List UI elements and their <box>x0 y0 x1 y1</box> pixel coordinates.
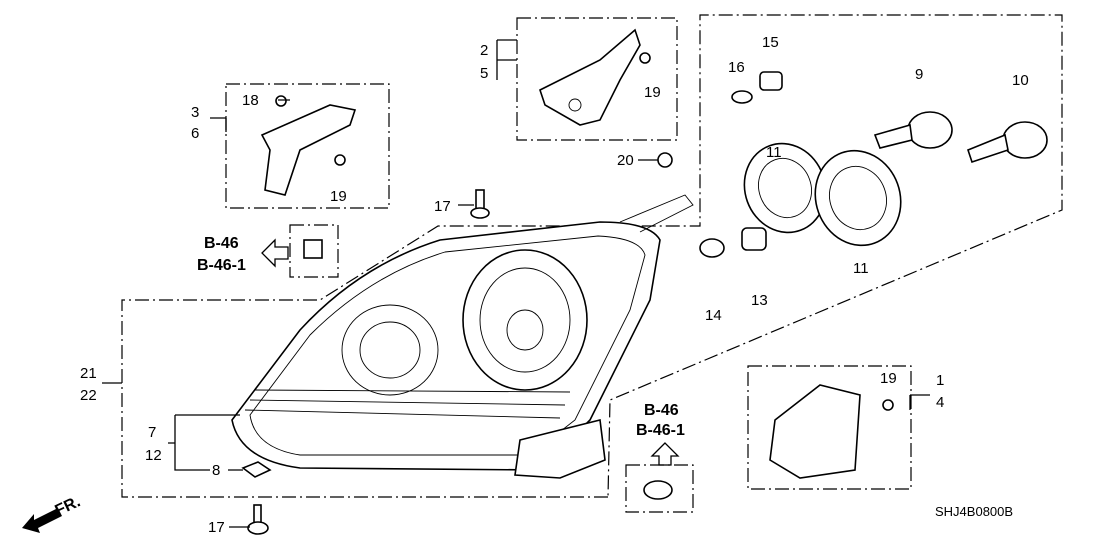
screw-18 <box>275 95 287 107</box>
seal-11-lower <box>814 149 902 247</box>
cover-part-1-4 <box>769 384 861 479</box>
screw-19-right <box>882 399 894 411</box>
callout-21: 21 <box>80 365 97 382</box>
callout-19-top: 19 <box>644 84 661 101</box>
cover-box-1-4 <box>747 365 912 490</box>
bracket-part-3-6 <box>260 104 357 196</box>
leader-lines <box>102 39 930 528</box>
callout-5: 5 <box>480 65 488 82</box>
callout-13: 13 <box>751 292 768 309</box>
bottom-reference-sublabel: B-46-1 <box>636 422 685 439</box>
bracket-box-3-6 <box>225 83 390 209</box>
callout-17-bottom: 17 <box>208 519 225 536</box>
callout-1: 1 <box>936 372 944 389</box>
bolt-17-top <box>470 189 490 219</box>
callout-2: 2 <box>480 42 488 59</box>
callout-14: 14 <box>705 307 722 324</box>
bracket-part-2-5 <box>539 28 641 126</box>
callout-22: 22 <box>80 387 97 404</box>
callout-11-lower: 11 <box>853 260 869 277</box>
screw-19-left <box>334 154 346 166</box>
screw-19-top <box>639 52 651 64</box>
diagram-code: SHJ4B0800B <box>935 504 1013 519</box>
callout-17-top: 17 <box>434 198 451 215</box>
bolt-20 <box>657 152 673 168</box>
bulb-9 <box>873 111 953 149</box>
callout-9: 9 <box>915 66 923 83</box>
callout-7: 7 <box>148 424 156 441</box>
nut-8 <box>241 461 272 478</box>
bottom-reference-label: B-46 <box>644 402 679 419</box>
seal-11-upper <box>743 142 827 234</box>
callout-4: 4 <box>936 394 944 411</box>
bottom-reference-arrow-icon <box>650 442 680 466</box>
headlight-housing <box>231 194 694 479</box>
callout-18: 18 <box>242 92 259 109</box>
callout-8: 8 <box>212 462 220 479</box>
callout-6: 6 <box>191 125 199 142</box>
main-assembly-box <box>121 14 1063 498</box>
bulb-14 <box>699 238 725 258</box>
callout-20: 20 <box>617 152 634 169</box>
bolt-17-bottom <box>247 504 269 535</box>
left-reference-sublabel: B-46-1 <box>197 257 246 274</box>
front-arrow-icon <box>22 508 62 533</box>
callout-16: 16 <box>728 59 745 76</box>
socket-15 <box>759 71 783 91</box>
left-reference-label: B-46 <box>204 235 239 252</box>
bracket-box-2-5 <box>516 17 678 141</box>
socket-13 <box>741 227 767 251</box>
clip-left <box>303 239 323 259</box>
callout-11-upper: 11 <box>766 144 782 161</box>
callout-10: 10 <box>1012 72 1029 89</box>
callout-19-left: 19 <box>330 188 347 205</box>
bulb-16 <box>731 90 753 104</box>
clip-box-left <box>289 224 339 278</box>
clip-bottom <box>643 480 673 500</box>
callout-15: 15 <box>762 34 779 51</box>
bulb-10 <box>967 121 1048 164</box>
left-reference-arrow-icon <box>261 238 289 268</box>
callout-12: 12 <box>145 447 162 464</box>
callout-19-right: 19 <box>880 370 897 387</box>
front-indicator-label: FR. <box>53 493 84 519</box>
callout-3: 3 <box>191 104 199 121</box>
